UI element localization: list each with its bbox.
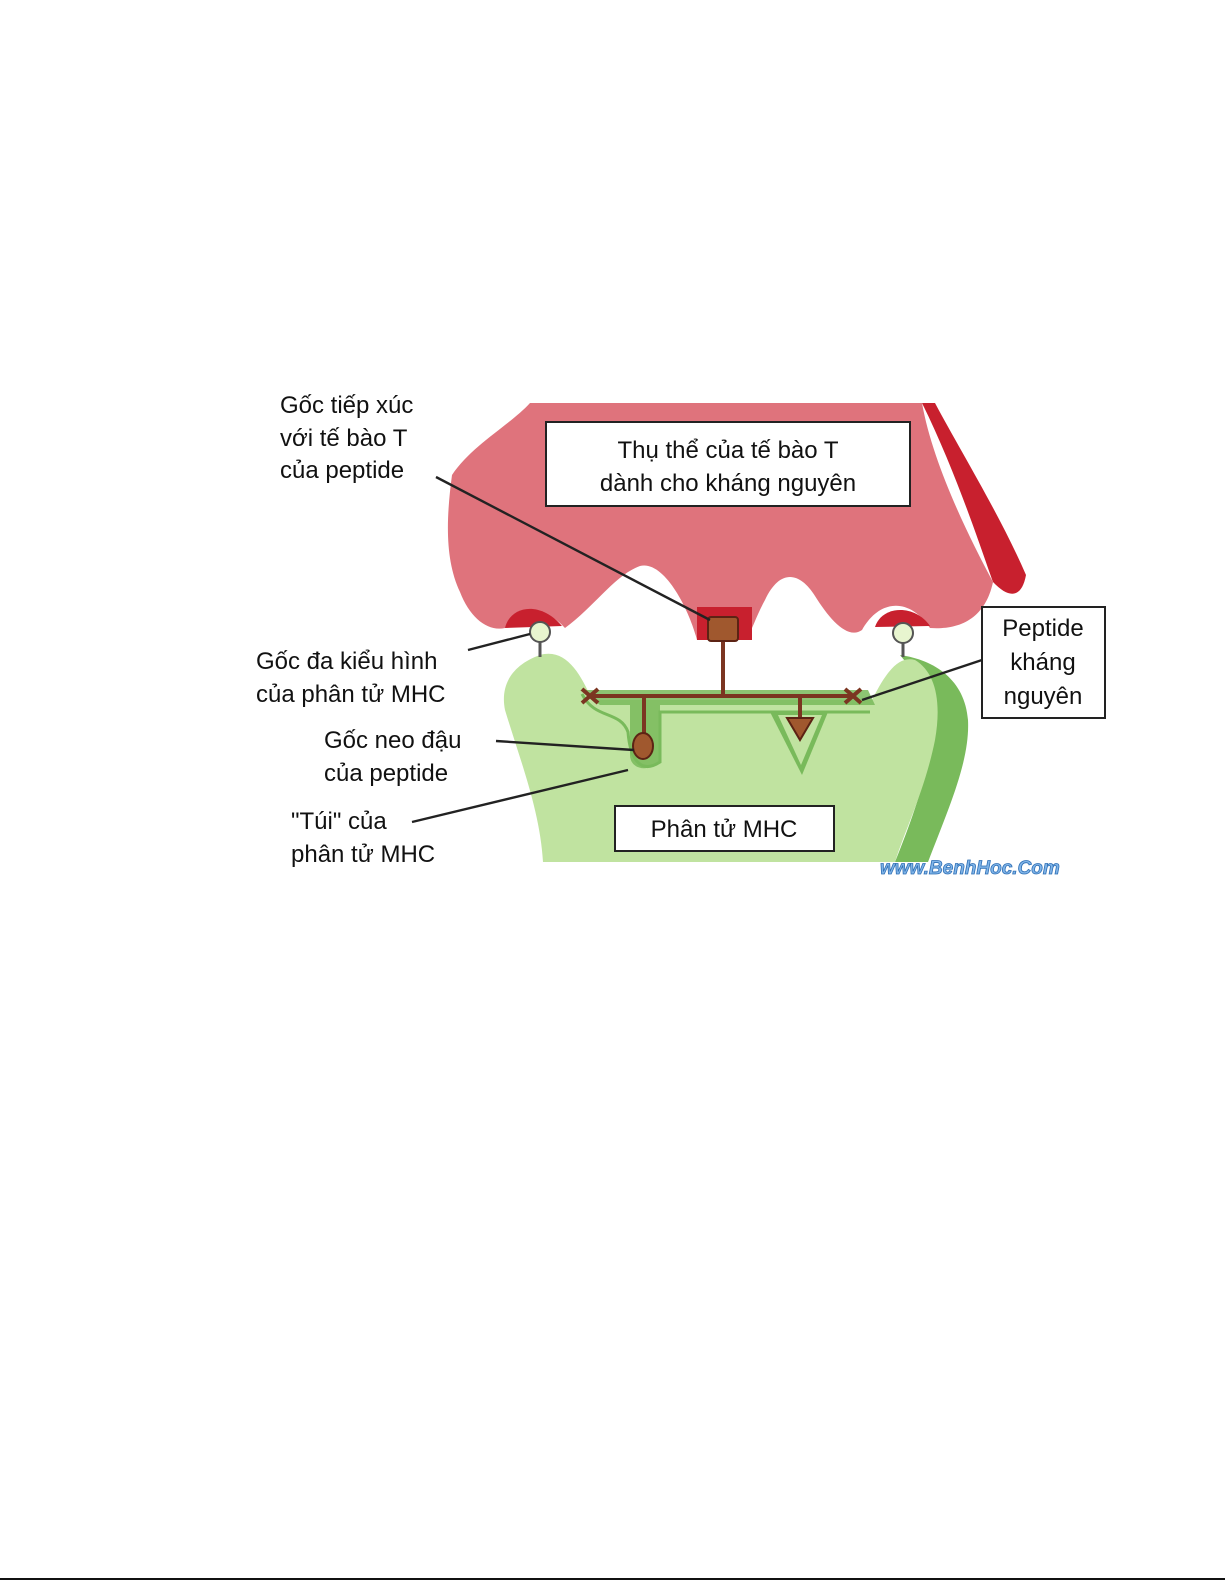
- receptor-label-line1: Thụ thể của tế bào T: [617, 437, 838, 464]
- contact-residue-line2: với tế bào T: [280, 425, 408, 452]
- receptor-label-line2: dành cho kháng nguyên: [600, 470, 856, 497]
- mhc-label-box: Phân tử MHC: [615, 806, 834, 851]
- peptide-label-line2: kháng: [1010, 649, 1075, 676]
- page-bottom-rule: [0, 1578, 1225, 1580]
- mhc-label-text: Phân tử MHC: [651, 816, 798, 843]
- pocket-line1: "Túi" của: [291, 808, 387, 835]
- peptide-contact-residue: [708, 617, 738, 641]
- polymorphic-residue-left: [530, 622, 550, 657]
- receptor-label-box: Thụ thể của tế bào T dành cho kháng nguy…: [546, 422, 910, 506]
- pocket-label: "Túi" của phân tử MHC: [291, 808, 435, 868]
- peptide-label-box: Peptide kháng nguyên: [982, 607, 1105, 718]
- watermark-logo: www.BenhHoc.Com: [880, 858, 1060, 879]
- polymorphic-residue-line2: của phân tử MHC: [256, 681, 445, 708]
- pocket-line2: phân tử MHC: [291, 841, 435, 868]
- anchor-residue-line1: Gốc neo đậu: [324, 727, 461, 754]
- polymorphic-residue-line1: Gốc đa kiểu hình: [256, 648, 437, 675]
- contact-residue-line1: Gốc tiếp xúc: [280, 392, 413, 419]
- anchor-residue-label: Gốc neo đậu của peptide: [324, 727, 461, 787]
- polymorphic-residue-right: [893, 623, 913, 657]
- anchor-residue-line2: của peptide: [324, 760, 448, 787]
- peptide-label-line1: Peptide: [1002, 615, 1083, 642]
- peptide-anchor-residue: [633, 733, 653, 759]
- peptide-label-line3: nguyên: [1004, 683, 1083, 710]
- polymorphic-residue-label: Gốc đa kiểu hình của phân tử MHC: [256, 648, 445, 708]
- contact-residue-label: Gốc tiếp xúc với tế bào T của peptide: [280, 392, 413, 484]
- contact-residue-line3: của peptide: [280, 457, 404, 484]
- leader-polymorphic-residue: [468, 634, 530, 650]
